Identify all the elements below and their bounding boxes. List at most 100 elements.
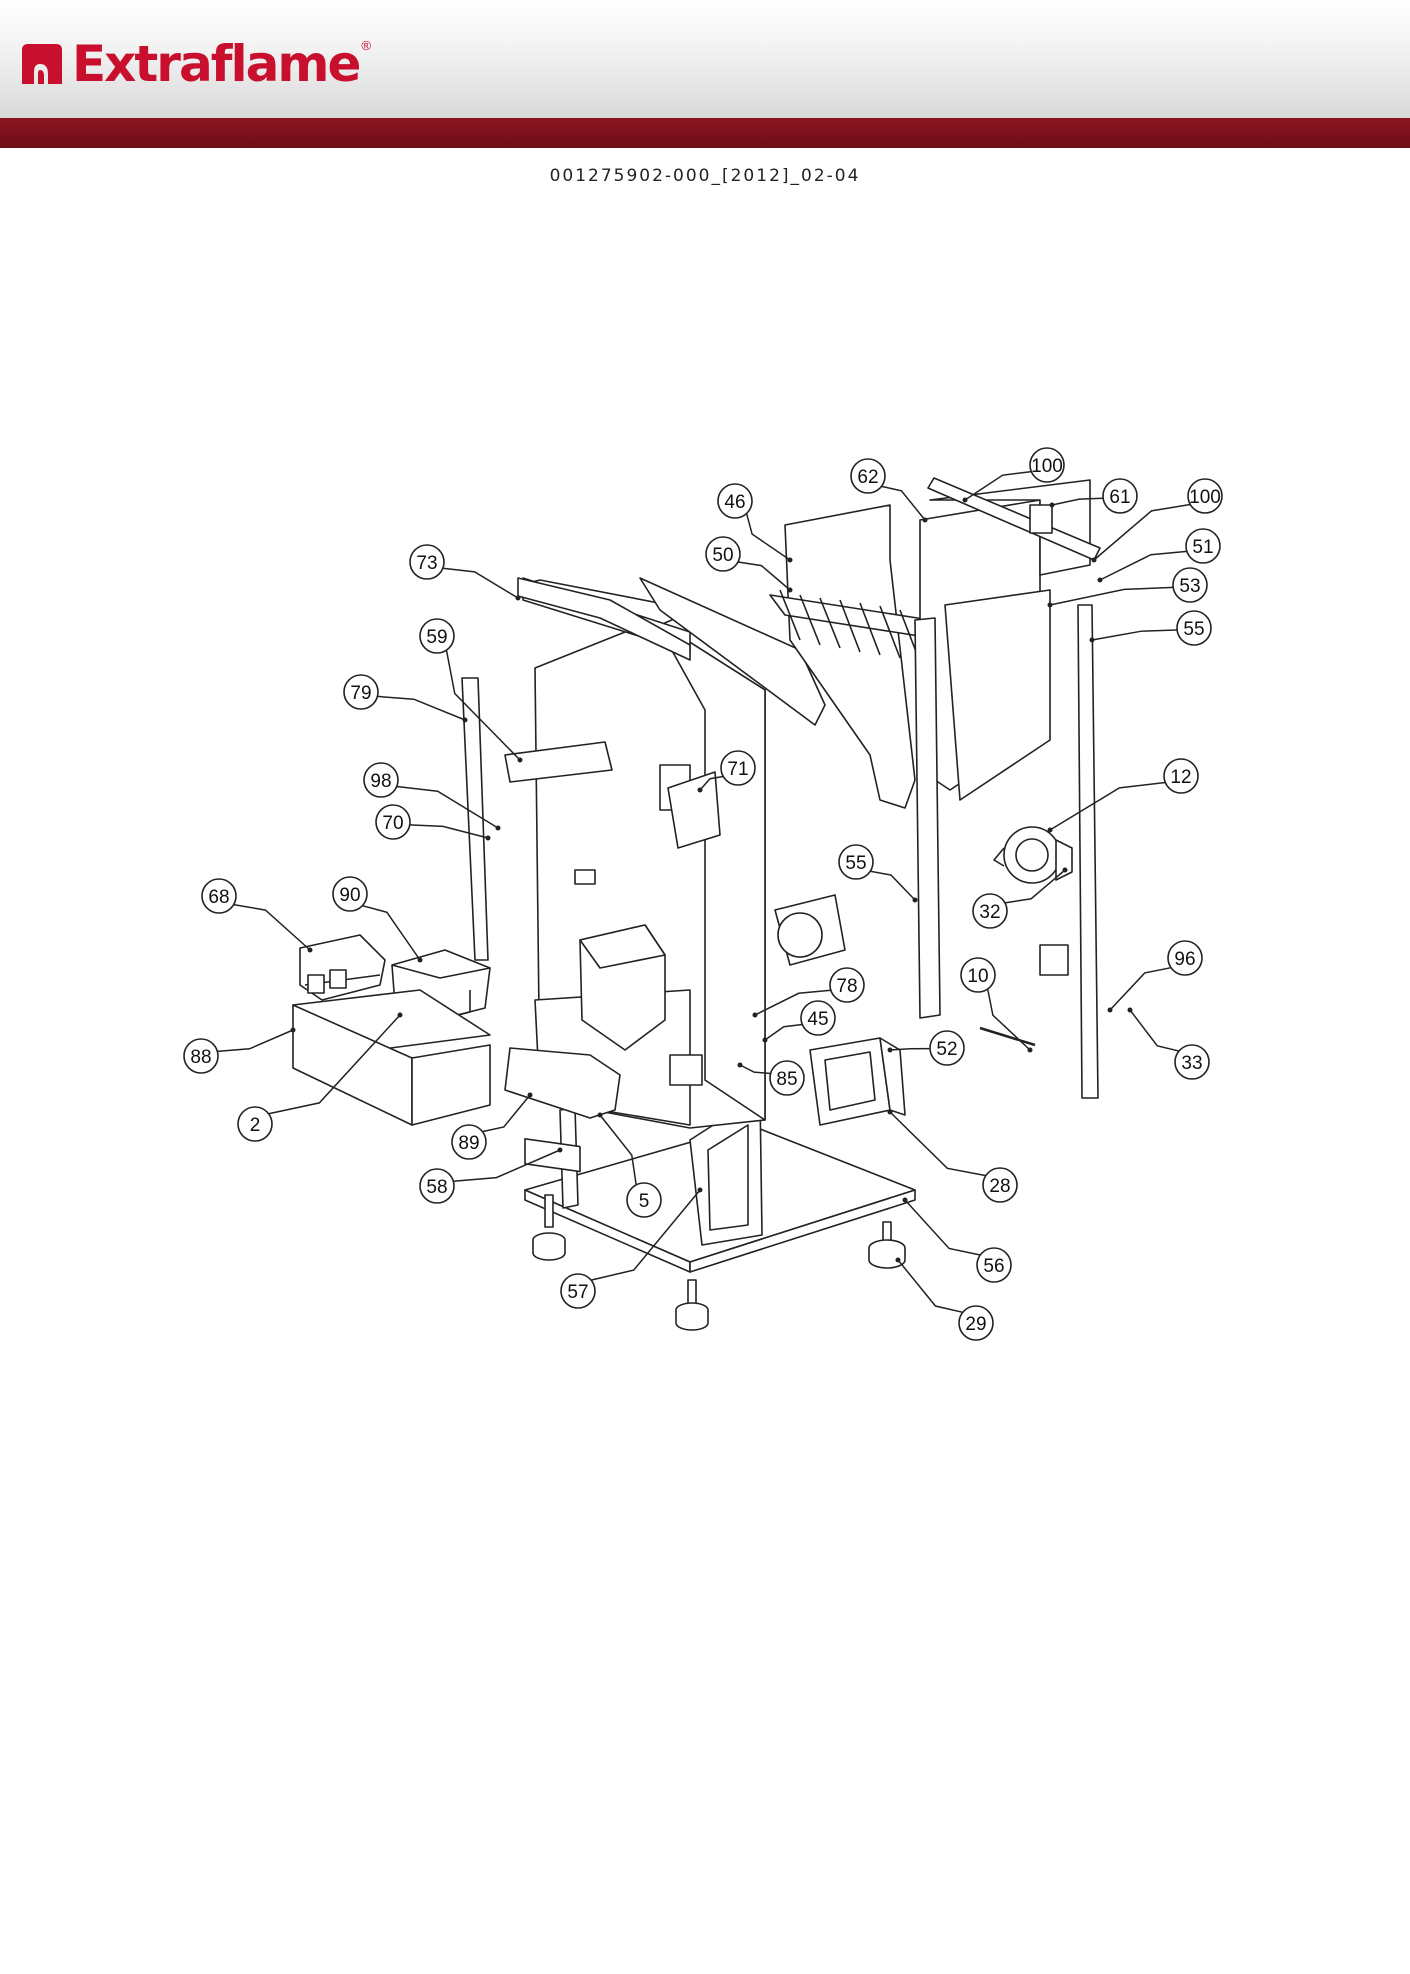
callout-leader-line [754, 989, 831, 1016]
callout-circle [1176, 610, 1212, 646]
callout-number: 96 [1174, 949, 1195, 970]
callout-circle [201, 878, 237, 914]
callout-leader-tip [697, 1187, 703, 1193]
callout-leader-line [599, 1114, 637, 1186]
callout-leader-line [217, 1029, 294, 1053]
callout-leader-line [1004, 869, 1066, 904]
callout-circle [838, 844, 874, 880]
document-code: 001275902-000_[2012]_02-04 [549, 166, 861, 186]
hopper-cover [299, 934, 386, 1001]
callout-leader-line [897, 1259, 963, 1314]
callout-88: 88 [183, 1027, 296, 1074]
callout-number: 59 [426, 627, 447, 648]
callout-leader-tip [485, 835, 491, 841]
callout-leader-tip [1062, 867, 1068, 873]
callout-leader-tip [902, 1197, 908, 1203]
callout-32: 32 [972, 867, 1068, 929]
callout-71: 71 [697, 750, 756, 793]
callout-68: 68 [201, 878, 313, 953]
callout-circle [850, 458, 886, 494]
callout-70: 70 [375, 804, 491, 841]
callout-28: 28 [887, 1109, 1018, 1203]
flame-logo-icon [22, 44, 62, 84]
callout-leader-tip [517, 757, 523, 763]
callout-circle [419, 1168, 455, 1204]
callout-leader-tip [1089, 637, 1095, 643]
ash-drawer [292, 989, 491, 1126]
callout-circle [960, 957, 996, 993]
combustion-fan [993, 826, 1073, 884]
brand-logo: Extraflame ® [18, 36, 371, 92]
callout-leader-line [1051, 497, 1104, 506]
callout-circle [451, 1124, 487, 1160]
callout-leader-tip [762, 1037, 768, 1043]
callout-leader-tip [1107, 1007, 1113, 1013]
callout-leader-line [745, 513, 791, 561]
callout-leader-line [590, 1189, 701, 1281]
callout-leader-tip [787, 587, 793, 593]
callout-leader-line [233, 903, 311, 951]
callout-leader-tip [1027, 1047, 1033, 1053]
callout-62: 62 [850, 458, 928, 523]
callout-circle [720, 750, 756, 786]
callout-89: 89 [451, 1092, 533, 1160]
callout-58: 58 [419, 1147, 563, 1204]
callout-number: 56 [983, 1256, 1004, 1277]
callout-circle [332, 876, 368, 912]
callout-59: 59 [419, 618, 523, 763]
callout-leader-tip [1097, 577, 1103, 583]
callout-leader-line [396, 785, 499, 829]
callout-number: 5 [639, 1191, 650, 1212]
callout-51: 51 [1097, 528, 1221, 583]
callout-circle [409, 544, 445, 580]
callout-leader-line [764, 1023, 803, 1041]
callout-circle [717, 483, 753, 519]
callout-leader-line [1049, 781, 1166, 831]
callout-number: 70 [382, 813, 403, 834]
callout-leader-line [737, 561, 791, 591]
callout-50: 50 [705, 536, 793, 593]
callout-circle [626, 1182, 662, 1218]
callout-circle [560, 1273, 596, 1309]
callout-leader-tip [462, 717, 468, 723]
callout-number: 55 [845, 853, 866, 874]
electronic-board [809, 1037, 906, 1126]
callout-leader-tip [1047, 827, 1053, 833]
callout-number: 2 [250, 1115, 261, 1136]
callout-circle [829, 967, 865, 1003]
callout-circle [419, 618, 455, 654]
callout-leader-line [739, 1064, 771, 1075]
callout-leader-line [409, 824, 489, 839]
callout-number: 90 [339, 885, 360, 906]
callout-number: 50 [712, 545, 733, 566]
callout-number: 53 [1179, 576, 1200, 597]
callout-leader-line [1049, 586, 1174, 606]
registered-mark: ® [361, 38, 371, 53]
callout-leader-line [482, 1094, 531, 1133]
callout-leader-line [699, 775, 724, 791]
callout-33: 33 [1127, 1007, 1210, 1080]
callout-leader-tip [495, 825, 501, 831]
callout-61: 61 [1049, 478, 1138, 514]
exhaust-fan [774, 894, 846, 966]
callout-leader-line [453, 1149, 561, 1182]
callout-leader-tip [887, 1047, 893, 1053]
callout-leader-line [964, 470, 1032, 501]
callout-circle [1163, 758, 1199, 794]
callout-circle [1185, 528, 1221, 564]
callout-number: 46 [724, 492, 745, 513]
callout-leader-tip [697, 787, 703, 793]
callout-leader-tip [597, 1112, 603, 1118]
callout-leader-tip [307, 947, 313, 953]
callout-leader-tip [922, 517, 928, 523]
callout-circle [183, 1038, 219, 1074]
callout-number: 98 [370, 771, 391, 792]
callout-leader-tip [515, 595, 521, 601]
control-panel [504, 1047, 621, 1173]
callout-98: 98 [363, 762, 501, 831]
callout-circle [237, 1106, 273, 1142]
callout-46: 46 [717, 483, 793, 563]
callout-leader-line [881, 485, 926, 521]
